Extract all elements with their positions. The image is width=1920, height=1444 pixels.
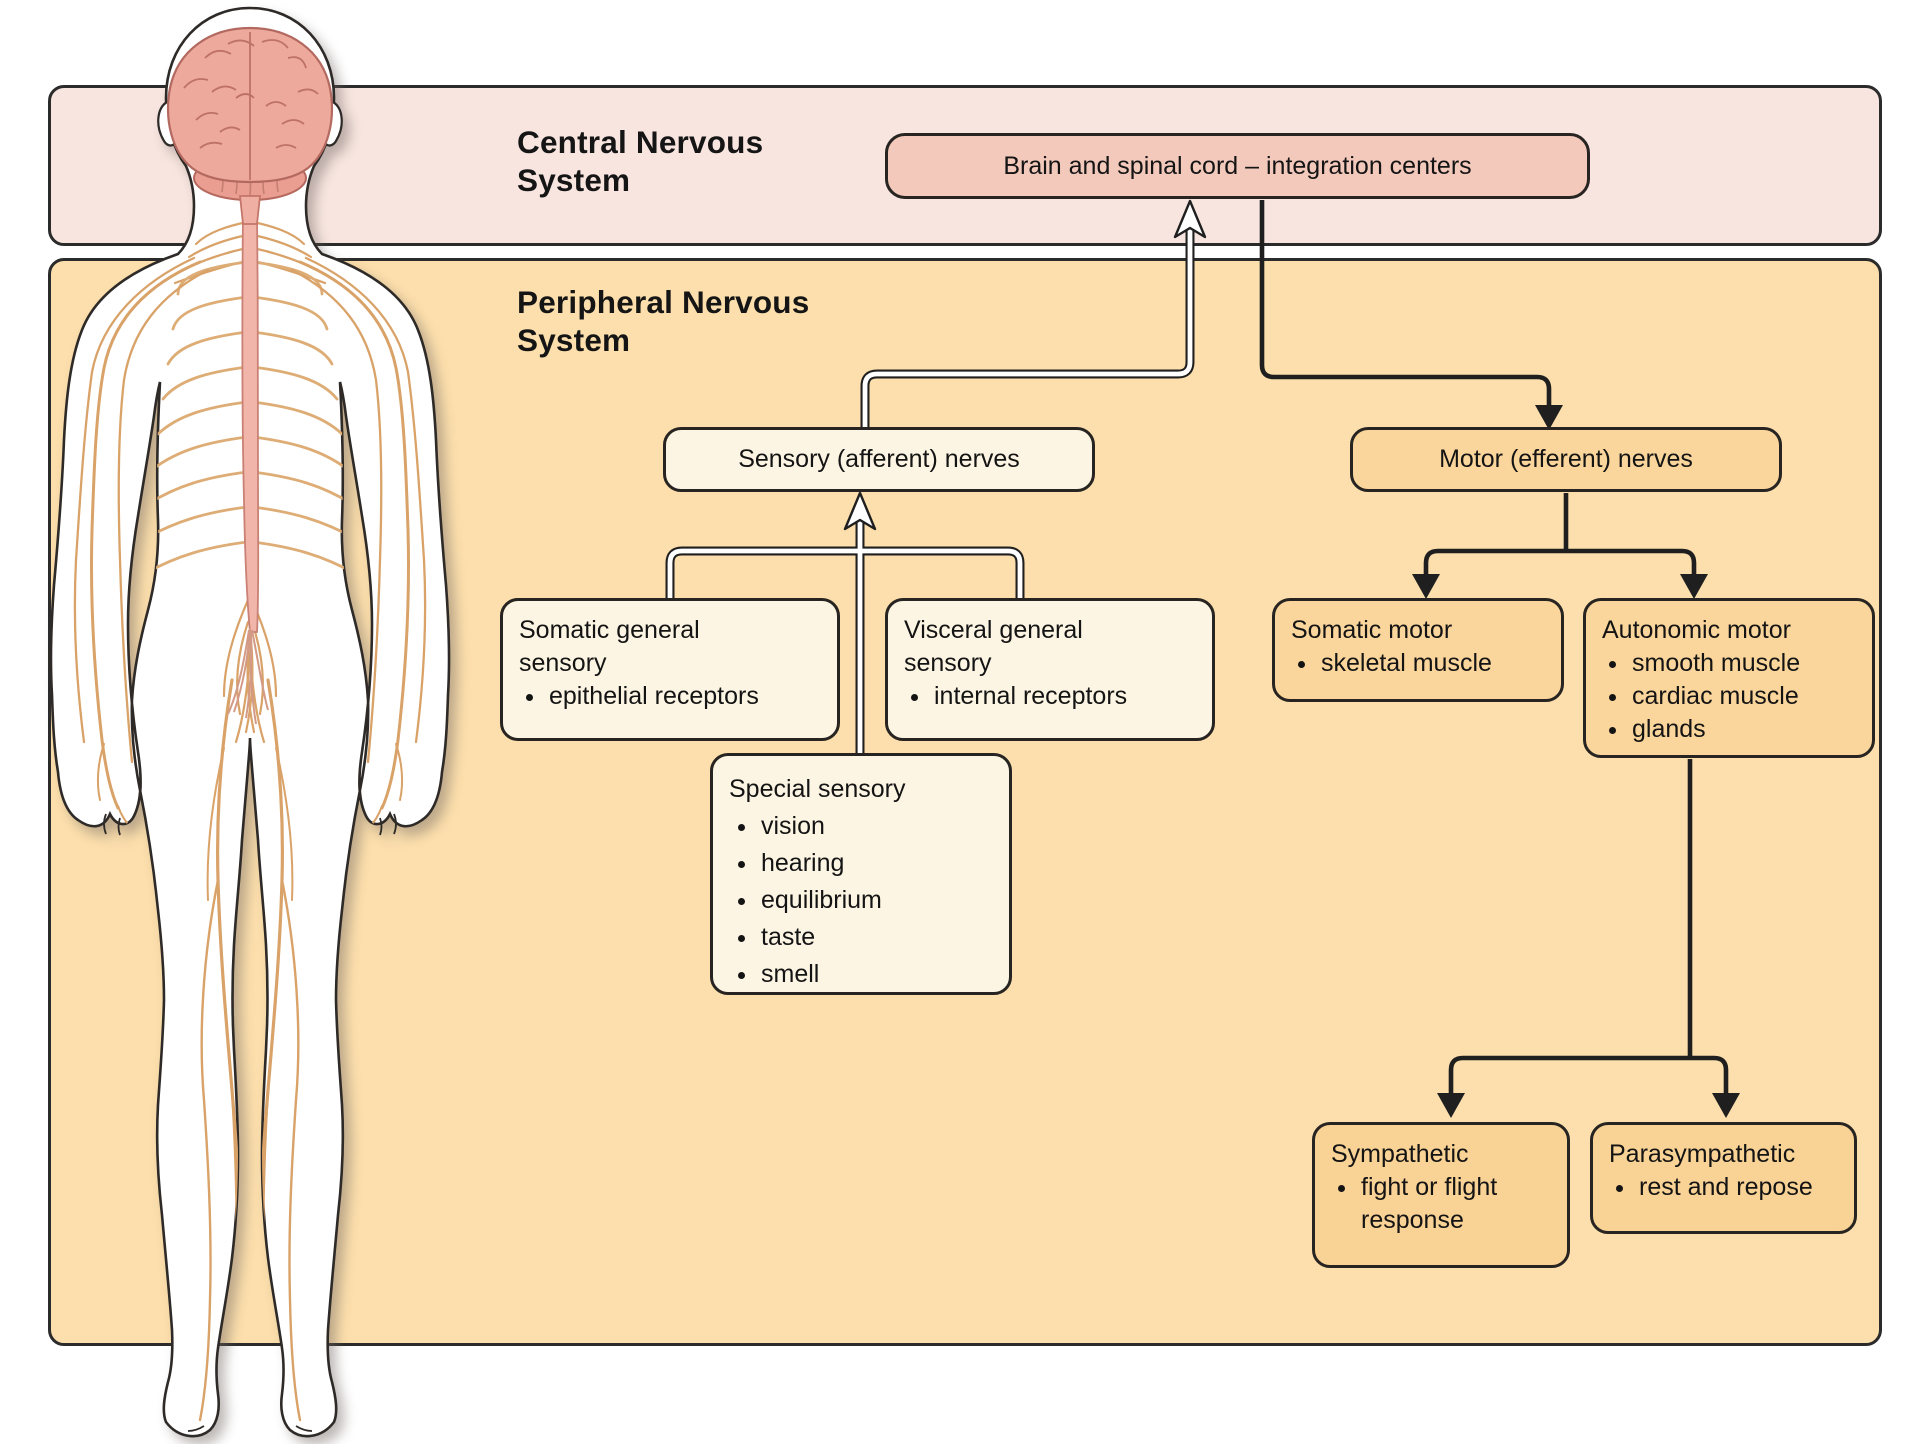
somatic-general-sensory-box: Somatic general sensory epithelial recep…: [500, 598, 840, 741]
sympathetic-box: Sympathetic fight or flight response: [1312, 1122, 1570, 1268]
visceral-general-sensory-box: Visceral general sensory internal recept…: [885, 598, 1215, 741]
visceral-general-sensory-title: Visceral general sensory: [904, 616, 1083, 677]
list-item: smooth muscle: [1630, 647, 1856, 680]
parasympathetic-box: Parasympathetic rest and repose: [1590, 1122, 1857, 1234]
somatic-general-sensory-title: Somatic general sensory: [519, 616, 700, 677]
brain-icon: [166, 26, 334, 225]
spinal-cord: [227, 209, 269, 725]
somatic-motor-box: Somatic motor skeletal muscle: [1272, 598, 1564, 702]
human-body-figure: [49, 6, 451, 1438]
sensory-afferent-nerves-box: Sensory (afferent) nerves: [663, 427, 1095, 492]
list-item: skeletal muscle: [1319, 647, 1545, 680]
list-item: cardiac muscle: [1630, 680, 1856, 713]
peripheral-nervous-system-heading: Peripheral Nervous System: [517, 284, 810, 358]
list-item: internal receptors: [932, 680, 1196, 713]
somatic-general-sensory-list: epithelial receptors: [519, 680, 821, 713]
brain-spinal-cord-box: Brain and spinal cord – integration cent…: [885, 133, 1590, 199]
autonomic-motor-title: Autonomic motor: [1602, 616, 1791, 644]
autonomic-motor-list: smooth muscle cardiac muscle glands: [1602, 647, 1856, 746]
special-sensory-list: vision hearing equilibrium taste smell: [729, 808, 993, 993]
list-item: epithelial receptors: [547, 680, 821, 713]
somatic-motor-title: Somatic motor: [1291, 616, 1453, 644]
list-item: rest and repose: [1637, 1171, 1838, 1204]
special-sensory-box: Special sensory vision hearing equilibri…: [710, 753, 1012, 995]
parasympathetic-title: Parasympathetic: [1609, 1140, 1796, 1168]
sensory-afferent-nerves-label: Sensory (afferent) nerves: [738, 445, 1020, 473]
special-sensory-title: Special sensory: [729, 775, 906, 803]
brain-spinal-cord-label: Brain and spinal cord – integration cent…: [1003, 151, 1472, 180]
body-silhouette: [49, 6, 451, 1438]
autonomic-motor-box: Autonomic motor smooth muscle cardiac mu…: [1583, 598, 1875, 758]
list-item: hearing: [759, 845, 993, 882]
hand-foot-details: [103, 813, 397, 1432]
list-item: vision: [759, 808, 993, 845]
motor-efferent-nerves-box: Motor (efferent) nerves: [1350, 427, 1782, 492]
parasympathetic-list: rest and repose: [1609, 1171, 1838, 1204]
central-nervous-system-heading: Central Nervous System: [517, 124, 764, 198]
motor-efferent-nerves-label: Motor (efferent) nerves: [1439, 445, 1693, 473]
list-item: equilibrium: [759, 882, 993, 919]
list-item: smell: [759, 956, 993, 993]
sympathetic-title: Sympathetic: [1331, 1140, 1469, 1168]
somatic-motor-list: skeletal muscle: [1291, 647, 1545, 680]
sympathetic-list: fight or flight response: [1331, 1171, 1551, 1237]
list-item: fight or flight response: [1359, 1171, 1551, 1237]
list-item: taste: [759, 919, 993, 956]
visceral-general-sensory-list: internal receptors: [904, 680, 1196, 713]
list-item: glands: [1630, 713, 1856, 746]
